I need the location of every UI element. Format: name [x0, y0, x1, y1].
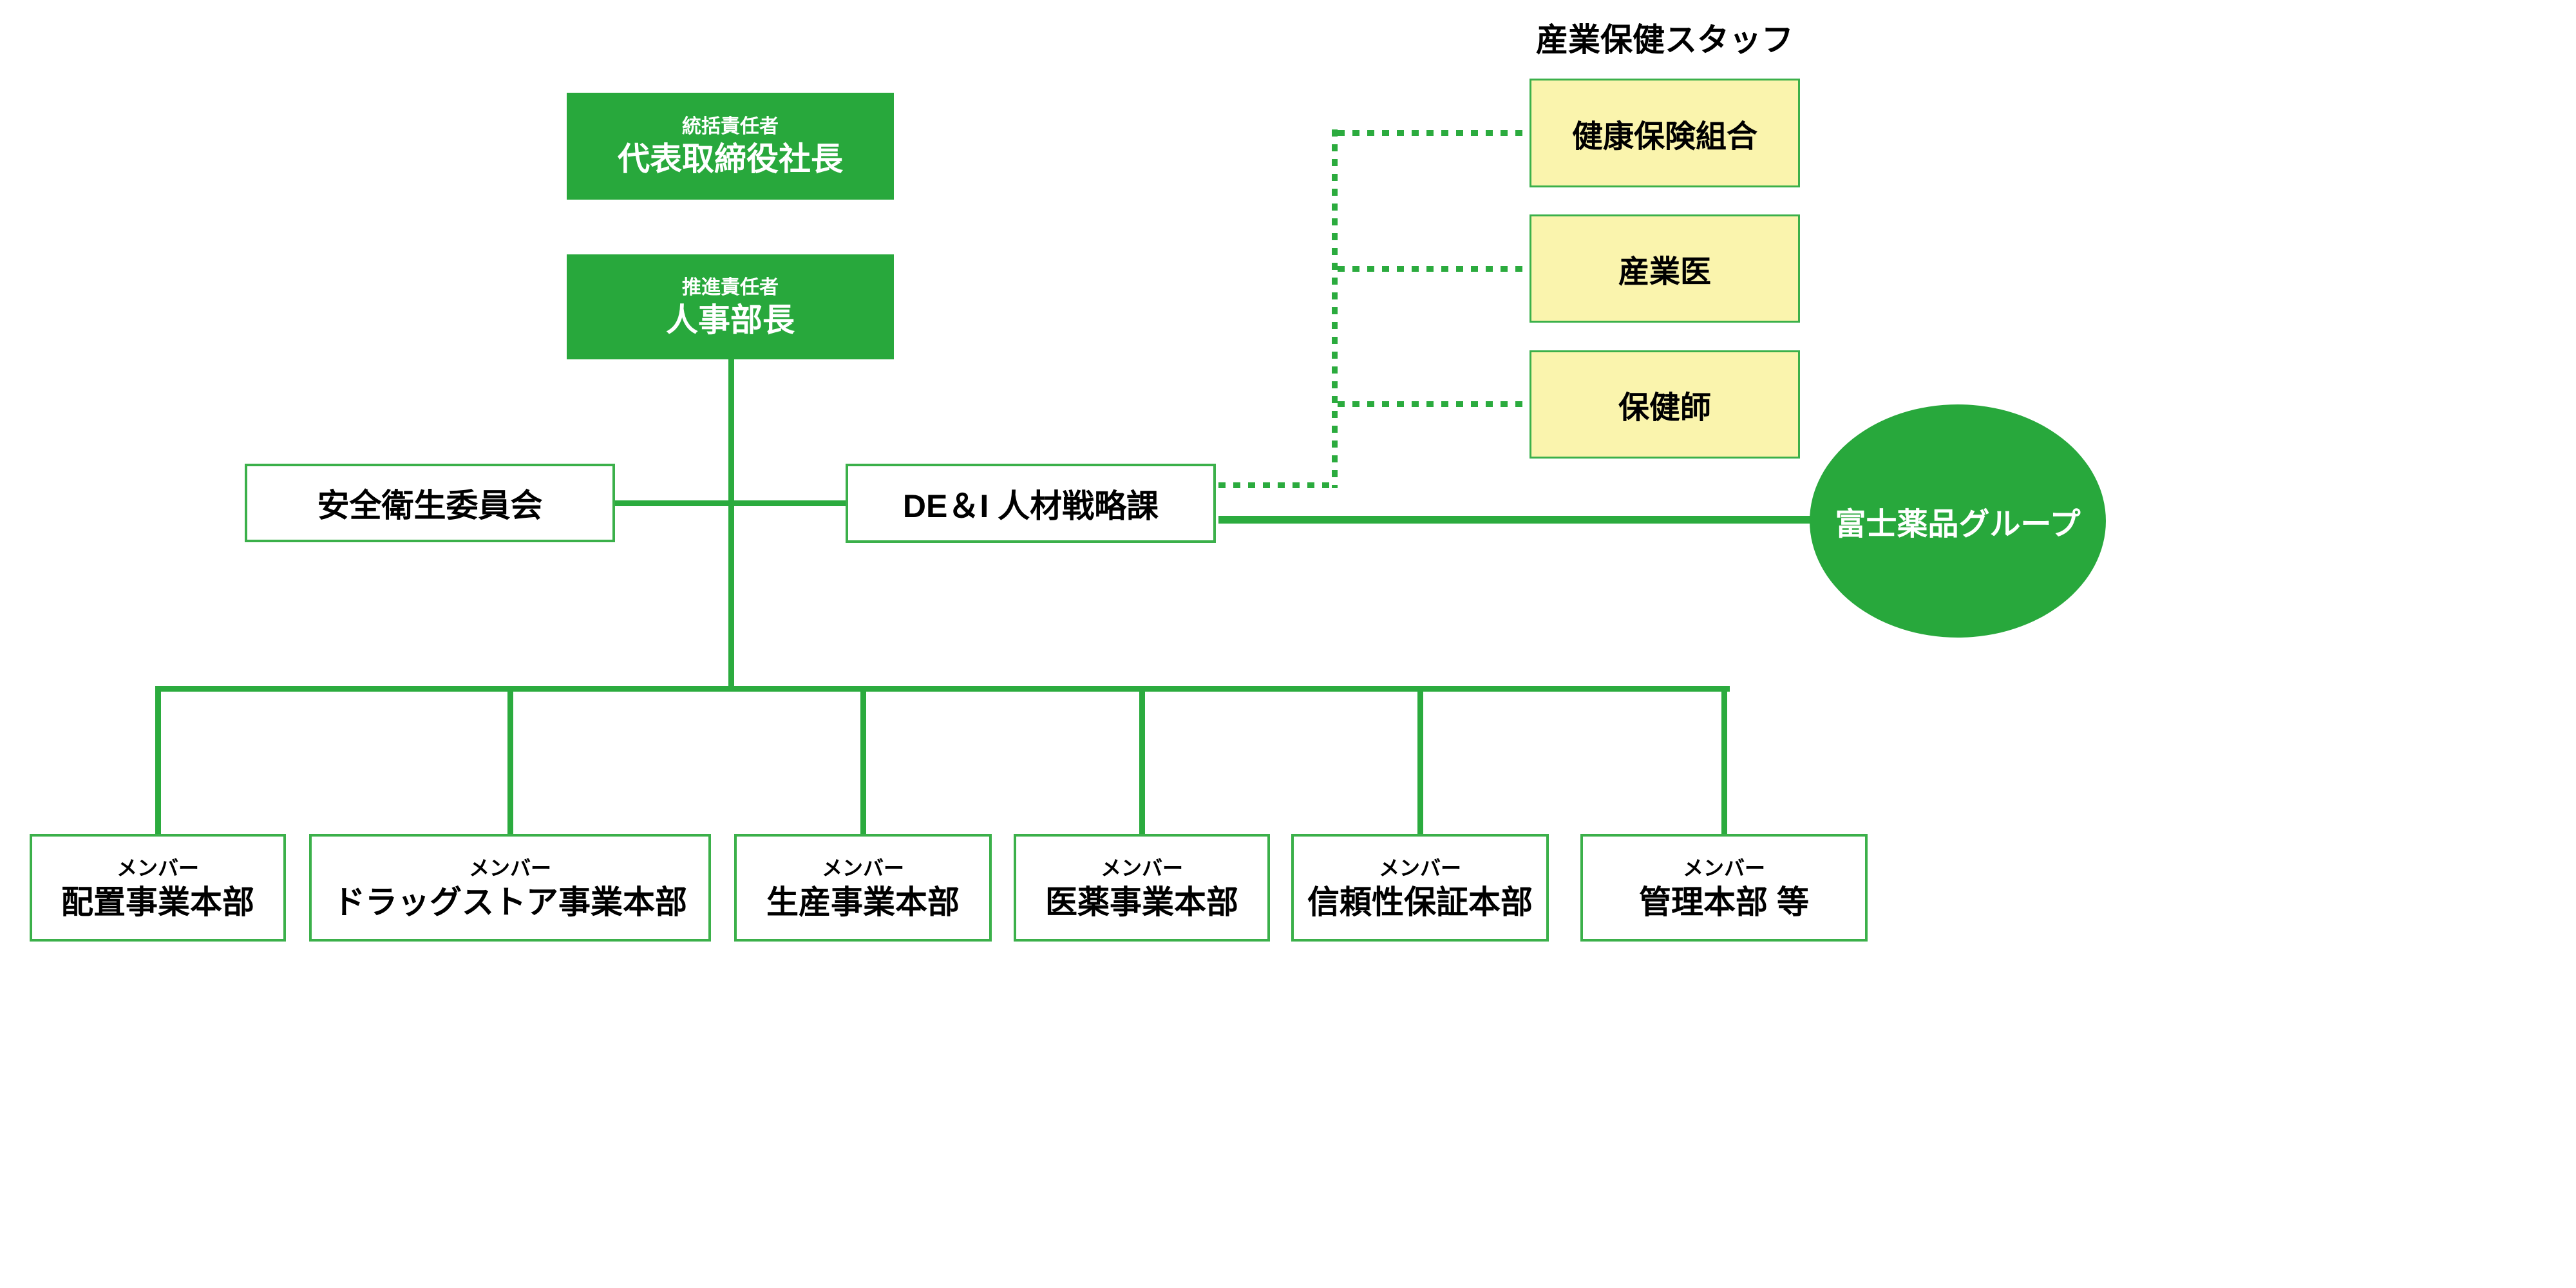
- health-staff-physician-label: 産業医: [1618, 255, 1711, 289]
- dei-group-line: [1218, 516, 1963, 524]
- member-box-seisan: メンバー 生産事業本部: [734, 834, 992, 942]
- member-stub-3: [860, 686, 866, 835]
- committee-dei-line: [612, 500, 847, 506]
- dei-box: DE＆I 人材戦略課: [846, 464, 1216, 543]
- promoter-role: 推進責任者: [682, 276, 779, 298]
- health-staff-box-insurance: 健康保険組合: [1530, 79, 1800, 187]
- health-staff-box-physician: 産業医: [1530, 214, 1800, 323]
- health-staff-nurse-label: 保健師: [1618, 391, 1711, 425]
- health-staff-insurance-label: 健康保険組合: [1571, 119, 1757, 154]
- leader-top-title: 代表取締役社長: [618, 141, 843, 177]
- member-box-iyaku: メンバー 医薬事業本部: [1014, 834, 1270, 942]
- group-ellipse: 富士薬品グループ: [1810, 404, 2106, 638]
- leader-box-top: 統括責任者 代表取締役社長: [567, 93, 894, 200]
- member-role: メンバー: [116, 856, 199, 880]
- health-staff-heading: 産業保健スタッフ: [1536, 22, 1794, 58]
- committee-box: 安全衛生委員会: [245, 464, 615, 542]
- member-box-haichi: メンバー 配置事業本部: [30, 834, 286, 942]
- leader-top-role: 統括責任者: [682, 116, 779, 137]
- staff-dotted-vertical: [1332, 129, 1338, 488]
- member-name: 信頼性保証本部: [1307, 884, 1533, 920]
- group-label: 富士薬品グループ: [1835, 507, 2081, 542]
- staff-dotted-branch-1: [1338, 130, 1530, 136]
- member-stub-1: [155, 686, 161, 835]
- member-role: メンバー: [1682, 856, 1765, 880]
- dei-label: DE＆I 人材戦略課: [902, 488, 1159, 524]
- member-role: メンバー: [468, 856, 551, 880]
- member-role: メンバー: [1378, 856, 1461, 880]
- member-box-drugstore: メンバー ドラッグストア事業本部: [309, 834, 711, 942]
- trunk-line: [728, 359, 734, 692]
- promoter-title: 人事部長: [666, 301, 795, 338]
- leader-box-promoter: 推進責任者 人事部長: [567, 254, 894, 359]
- member-stub-2: [507, 686, 513, 835]
- dei-staff-dotted-line: [1218, 482, 1334, 488]
- committee-label: 安全衛生委員会: [317, 488, 543, 524]
- member-name: 管理本部 等: [1639, 884, 1809, 920]
- member-box-shinrai: メンバー 信頼性保証本部: [1291, 834, 1549, 942]
- member-stub-4: [1139, 686, 1145, 835]
- member-role: メンバー: [1100, 856, 1183, 880]
- distribution-line: [155, 686, 1730, 692]
- member-name: 医薬事業本部: [1045, 884, 1238, 920]
- member-stub-5: [1417, 686, 1423, 835]
- member-name: ドラッグストア事業本部: [333, 884, 687, 920]
- health-staff-box-nurse: 保健師: [1530, 350, 1800, 459]
- member-stub-6: [1721, 686, 1727, 835]
- member-role: メンバー: [821, 856, 904, 880]
- staff-dotted-branch-3: [1338, 401, 1530, 407]
- member-name: 生産事業本部: [766, 884, 960, 920]
- staff-dotted-branch-2: [1338, 266, 1530, 272]
- member-name: 配置事業本部: [61, 884, 254, 920]
- member-box-kanri: メンバー 管理本部 等: [1580, 834, 1868, 942]
